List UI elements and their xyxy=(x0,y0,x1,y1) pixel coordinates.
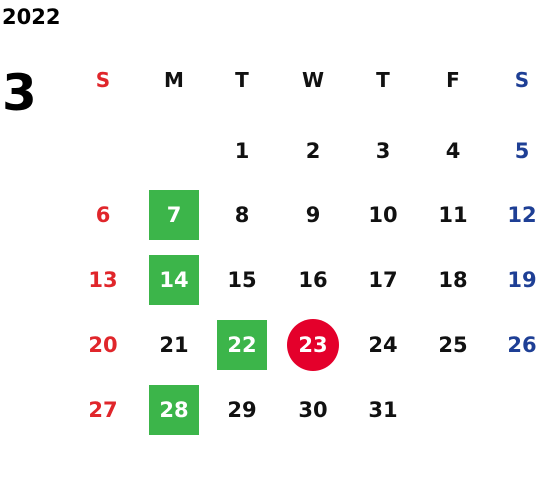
day-cell[interactable]: 11 xyxy=(438,203,468,227)
weekday-header: S xyxy=(95,68,111,92)
highlighted-day[interactable]: 28 xyxy=(149,385,199,435)
day-cell[interactable]: 19 xyxy=(507,268,537,292)
day-cell[interactable]: 17 xyxy=(368,268,398,292)
day-cell[interactable]: 12 xyxy=(507,203,537,227)
day-cell[interactable]: 10 xyxy=(368,203,398,227)
day-cell[interactable]: 4 xyxy=(445,139,461,163)
day-cell[interactable]: 3 xyxy=(375,139,391,163)
day-cell[interactable]: 25 xyxy=(438,333,468,357)
day-cell[interactable]: 6 xyxy=(95,203,111,227)
day-cell[interactable]: 15 xyxy=(227,268,257,292)
highlighted-day[interactable]: 22 xyxy=(217,320,267,370)
day-cell[interactable]: 16 xyxy=(298,268,328,292)
day-cell[interactable]: 9 xyxy=(305,203,321,227)
weekday-header: S xyxy=(514,68,530,92)
day-cell[interactable]: 1 xyxy=(234,139,250,163)
weekday-header: M xyxy=(164,68,184,92)
day-cell[interactable]: 13 xyxy=(88,268,118,292)
weekday-header: F xyxy=(446,68,460,92)
day-cell[interactable]: 2 xyxy=(305,139,321,163)
today-day[interactable]: 23 xyxy=(287,319,339,371)
highlighted-day[interactable]: 7 xyxy=(149,190,199,240)
weekday-header: T xyxy=(376,68,390,92)
day-cell[interactable]: 21 xyxy=(159,333,189,357)
day-cell[interactable]: 5 xyxy=(514,139,530,163)
calendar-month: 3 xyxy=(2,64,37,122)
weekday-header: T xyxy=(235,68,249,92)
highlighted-day[interactable]: 14 xyxy=(149,255,199,305)
day-cell[interactable]: 29 xyxy=(227,398,257,422)
calendar-year: 2022 xyxy=(2,5,61,29)
day-cell[interactable]: 30 xyxy=(298,398,328,422)
day-cell[interactable]: 24 xyxy=(368,333,398,357)
day-cell[interactable]: 26 xyxy=(507,333,537,357)
day-cell[interactable]: 20 xyxy=(88,333,118,357)
day-cell[interactable]: 27 xyxy=(88,398,118,422)
day-cell[interactable]: 31 xyxy=(368,398,398,422)
day-cell[interactable]: 8 xyxy=(234,203,250,227)
weekday-header: W xyxy=(301,68,325,92)
day-cell[interactable]: 18 xyxy=(438,268,468,292)
